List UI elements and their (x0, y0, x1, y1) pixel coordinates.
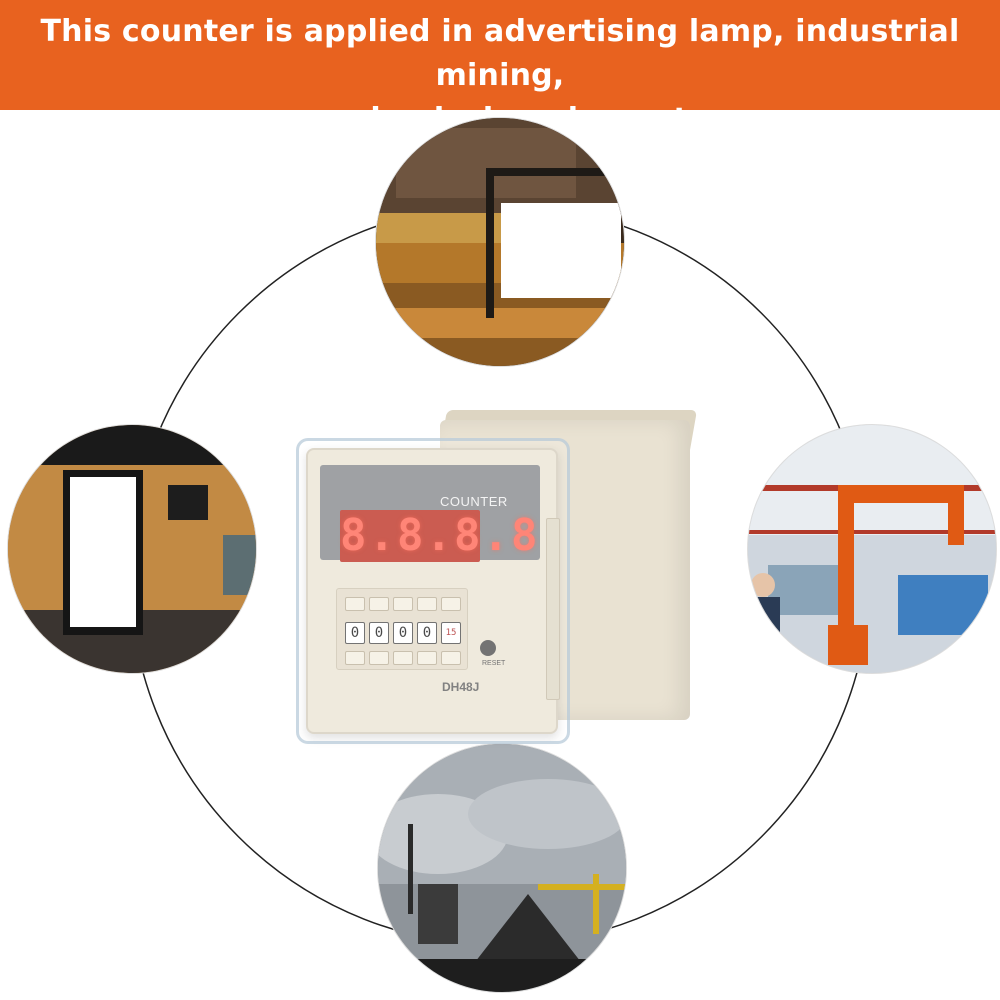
increment-key-3[interactable] (393, 597, 413, 611)
setting-digit-2: 0 (369, 622, 389, 644)
digit-setting-keypad: 0 0 0 0 15 (336, 588, 468, 670)
subway-light-box-image (8, 425, 256, 673)
decrement-key-1[interactable] (345, 651, 365, 665)
industrial-mining-image (378, 744, 626, 992)
decrement-key-5[interactable] (441, 651, 461, 665)
model-label: DH48J (442, 680, 480, 694)
increment-key-1[interactable] (345, 597, 365, 611)
setting-digit-3: 0 (393, 622, 413, 644)
decrement-key-4[interactable] (417, 651, 437, 665)
decrement-key-2[interactable] (369, 651, 389, 665)
setting-digit-4: 0 (417, 622, 437, 644)
reset-label: RESET (482, 660, 506, 667)
increment-key-5[interactable] (441, 597, 461, 611)
increment-key-2[interactable] (369, 597, 389, 611)
setting-digit-1: 0 (345, 622, 365, 644)
setting-digit-5: 15 (441, 622, 461, 644)
banner-text-line-1: This counter is applied in advertising l… (40, 14, 960, 93)
decrement-key-3[interactable] (393, 651, 413, 665)
transparent-cover (296, 438, 570, 744)
industrial-robot-image (748, 425, 996, 673)
increment-key-4[interactable] (417, 597, 437, 611)
advertising-lamp-image (376, 118, 624, 366)
header-banner: This counter is applied in advertising l… (0, 0, 1000, 137)
digital-counter-device: COUNTER 8.8.8.8 0 0 0 0 15 RESET DH48J (290, 410, 710, 744)
reset-button[interactable] (480, 640, 496, 656)
counter-label: COUNTER (440, 494, 508, 509)
mounting-clip (546, 518, 560, 700)
